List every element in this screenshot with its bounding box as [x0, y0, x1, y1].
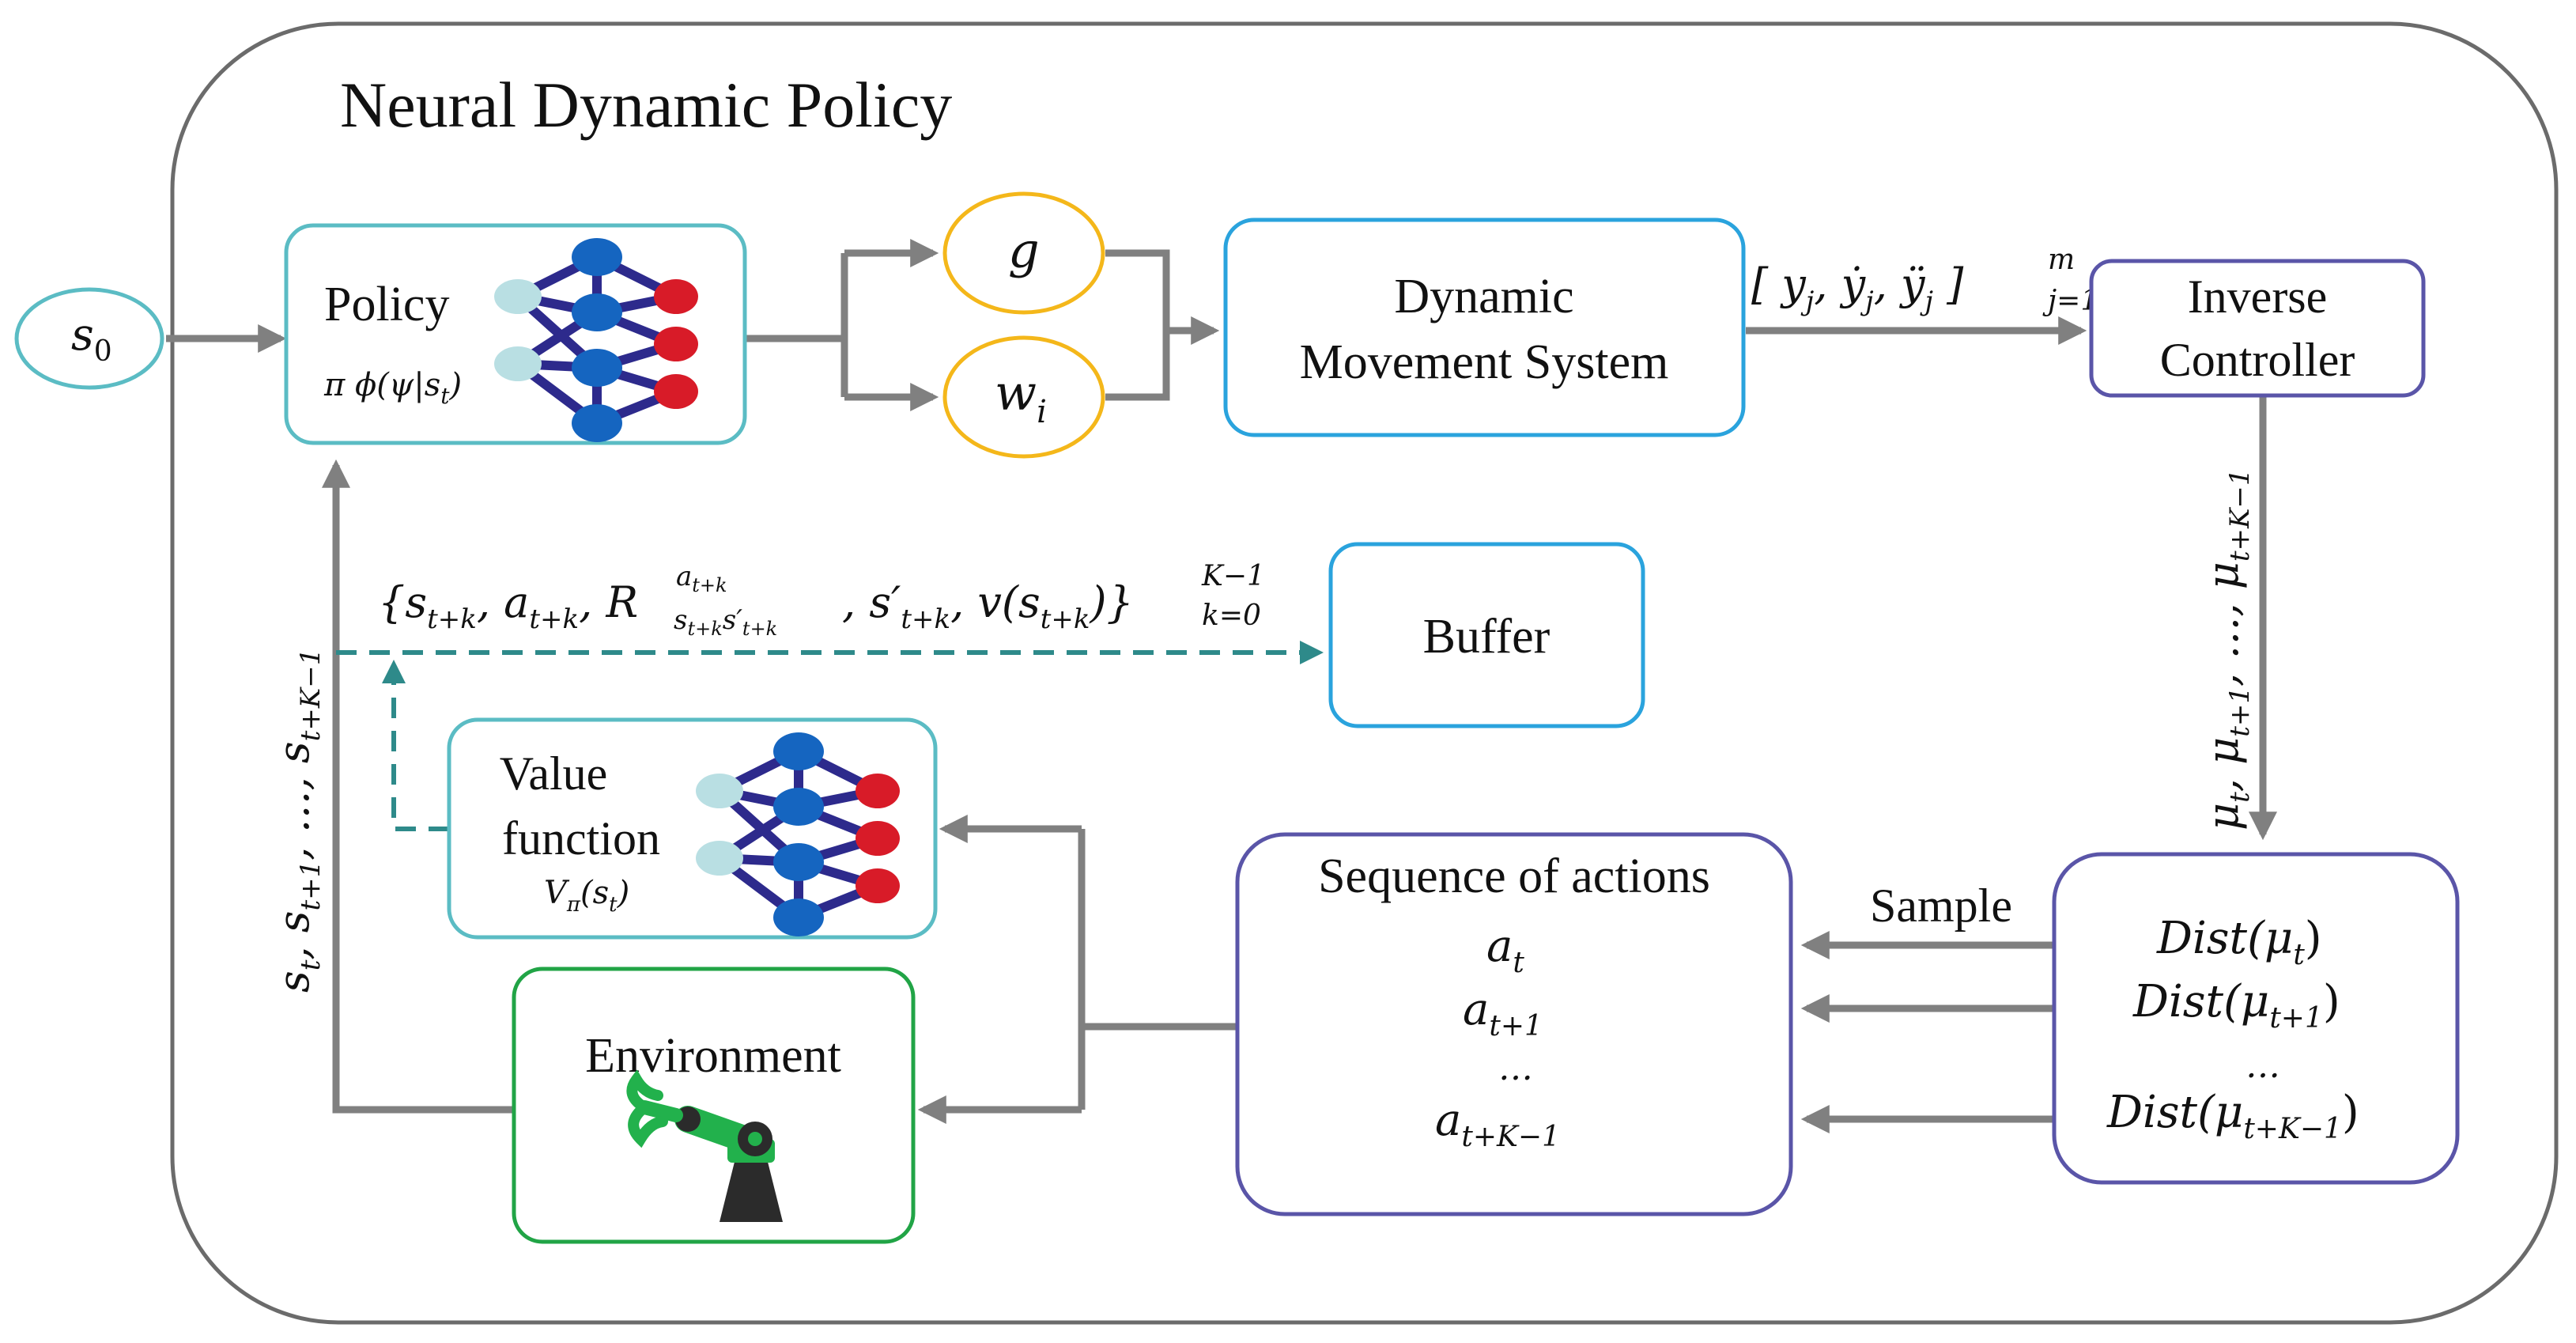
sequence-item-2: at+1 [1463, 984, 1543, 1042]
policy-formula: π ϕ(ψ|st) [323, 367, 462, 409]
s0-label: s0 [71, 309, 112, 368]
node-sequence-of-actions[interactable]: Sequence of actions at at+1 … at+K−1 [1235, 832, 1793, 1216]
buffer-tuple-label: {st+k, at+k, R [378, 577, 638, 635]
node-buffer[interactable]: Buffer [1328, 542, 1645, 728]
dms-box [1223, 218, 1746, 437]
buffer-tuple-R-sub: st+ks′t+k [674, 604, 777, 640]
sequence-title: Sequence of actions [1318, 849, 1710, 903]
node-distributions[interactable]: Dist(μt) Dist(μt+1) … Dist(μt+K−1) [2052, 852, 2460, 1185]
g-ellipse [942, 191, 1105, 315]
robot-arm-icon [626, 1069, 783, 1222]
policy-box [284, 223, 747, 445]
buffer-tuple-R-sup: at+k [676, 561, 727, 596]
trajectory-sub: j=1 [2042, 285, 2098, 317]
dms-line2: Movement System [1300, 335, 1669, 389]
diagram-title: Neural Dynamic Policy [340, 69, 952, 141]
connectors [166, 239, 2277, 1133]
arrow-g-merge [1105, 249, 1170, 401]
inverse-box [2089, 259, 2426, 398]
policy-label: Policy [324, 278, 449, 331]
sample-label: Sample [1870, 880, 2012, 932]
sequence-item-1: at [1486, 921, 1524, 979]
value-line2: function [502, 812, 660, 864]
buffer-tuple-rest: , s′t+k, v(st+k)} [842, 577, 1134, 635]
node-s0[interactable]: s0 [14, 287, 164, 390]
buffer-tuple-range-sup: K−1 [1201, 560, 1265, 592]
dashed-connectors [336, 641, 1324, 831]
dist-item-1: Dist(μt) [2156, 913, 2322, 971]
wi-label: wi [995, 364, 1047, 430]
node-g[interactable]: g [942, 191, 1105, 315]
inverse-line1: Inverse [2188, 270, 2328, 323]
sequence-box [1235, 832, 1793, 1216]
dist-item-2: Dist(μt+1) [2132, 976, 2340, 1035]
state-sequence-label: st, st+1, …, st+K−1 [269, 649, 327, 993]
mu-sequence-label: μt, μt+1, …, μt+K−1 [2198, 469, 2256, 831]
environment-box [512, 967, 916, 1244]
value-formula: Vπ(st) [544, 875, 629, 917]
value-line1: Value [500, 747, 608, 800]
buffer-box [1328, 542, 1645, 728]
sequence-item-4: at+K−1 [1435, 1095, 1560, 1153]
node-wi[interactable]: wi [942, 335, 1105, 459]
node-value-function[interactable]: Value function Vπ(st) [447, 717, 938, 940]
dist-item-4: Dist(μt+K−1) [2106, 1087, 2359, 1145]
buffer-tuple-range-sub: k=0 [1202, 600, 1261, 632]
value-box [447, 717, 938, 940]
trajectory-sup: m [2048, 244, 2075, 276]
arrow-env-to-policy [322, 459, 512, 1114]
dist-box [2052, 852, 2460, 1185]
node-dynamic-movement-system[interactable]: Dynamic Movement System [1223, 218, 1746, 437]
dist-item-3: … [2246, 1046, 2280, 1086]
environment-label: Environment [585, 1029, 841, 1083]
outer-frame [170, 21, 2559, 1325]
dms-line1: Dynamic [1394, 270, 1573, 323]
g-label: g [1008, 221, 1040, 279]
s0-ellipse [14, 287, 164, 390]
node-environment[interactable]: Environment [512, 967, 916, 1244]
node-inverse-controller[interactable]: Inverse Controller [2089, 259, 2426, 398]
node-policy[interactable]: Policy π ϕ(ψ|st) [284, 223, 747, 445]
wi-ellipse [942, 335, 1105, 459]
buffer-label: Buffer [1423, 610, 1551, 664]
inverse-line2: Controller [2160, 334, 2355, 386]
dashed-arrow-value-to-line [382, 660, 449, 831]
trajectory-label: [ yj, ẏj, ÿj ] [1751, 259, 1964, 317]
sequence-item-3: … [1498, 1048, 1533, 1088]
